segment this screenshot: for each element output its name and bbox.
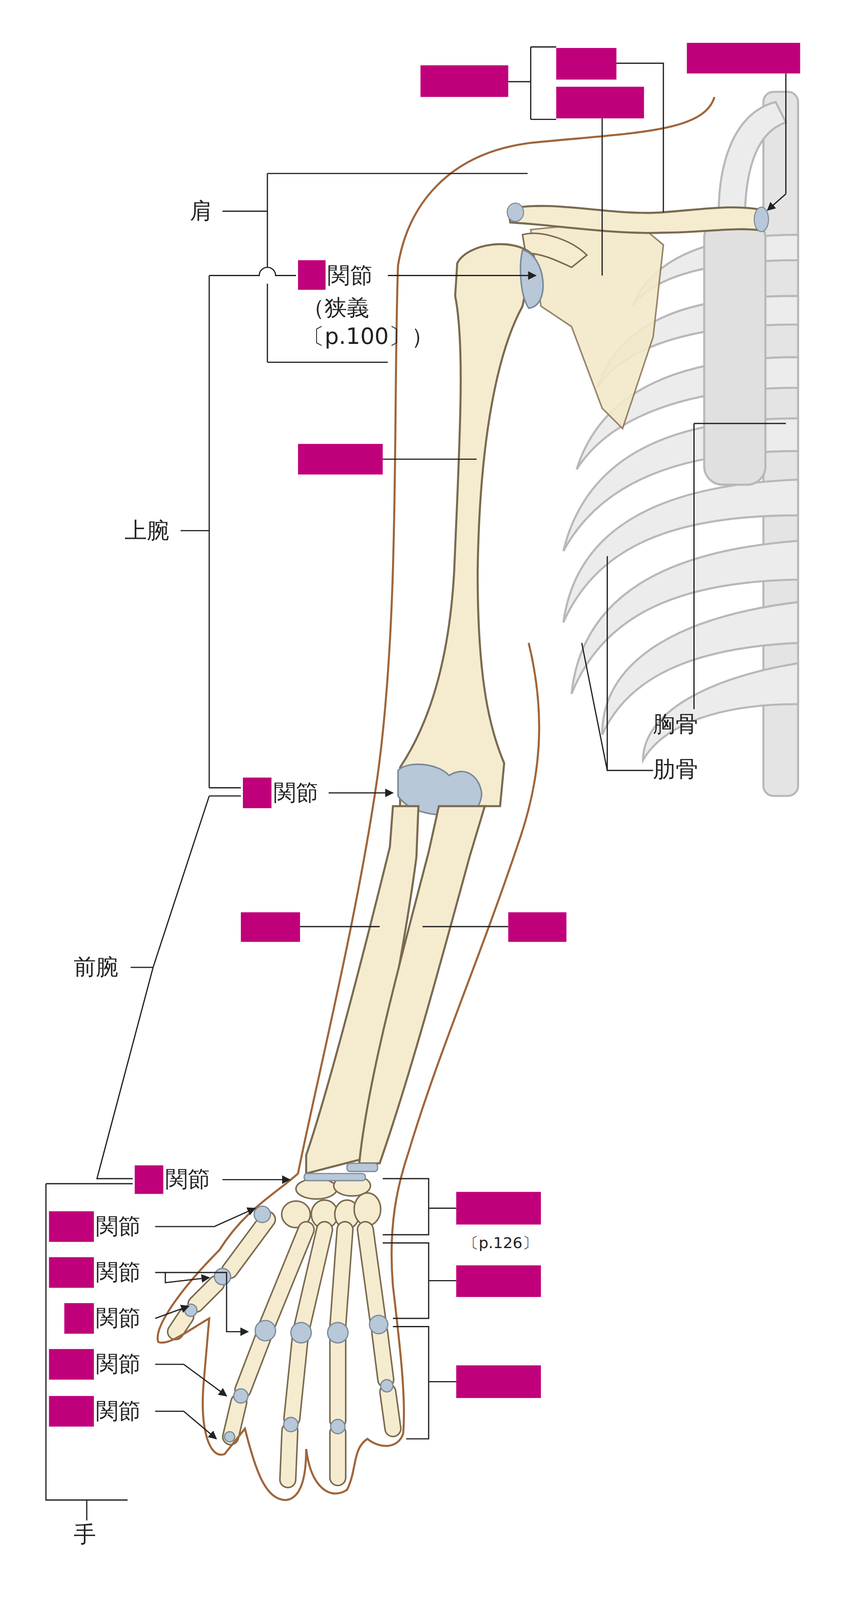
joint-label: 関節 bbox=[95, 1397, 142, 1426]
cartilage bbox=[754, 207, 769, 232]
note-label: （狭義 〔p.100〕） bbox=[302, 293, 397, 352]
skin-outline bbox=[157, 96, 715, 1501]
joint-label: 関節 bbox=[95, 1212, 142, 1242]
cartilage bbox=[507, 202, 524, 222]
joint-label: 関節 bbox=[95, 1258, 142, 1287]
bone-label: 肋骨 bbox=[652, 755, 699, 784]
cartilage bbox=[520, 250, 544, 309]
page-reference: 〔p.126〕 bbox=[463, 1228, 539, 1258]
joint-label: 関節 bbox=[95, 1350, 142, 1379]
joint-label: 関節 bbox=[165, 1165, 211, 1194]
region-label: 前腕 bbox=[73, 953, 119, 982]
bone-label: 胸骨 bbox=[652, 710, 699, 739]
region-label: 肩 bbox=[189, 197, 213, 226]
joint-label: 関節 bbox=[273, 778, 319, 808]
answer-blank bbox=[48, 42, 800, 1427]
rib-cage bbox=[563, 91, 799, 797]
joint-cartilage bbox=[303, 1163, 378, 1181]
region-label: 手 bbox=[73, 1520, 96, 1550]
finger-joints bbox=[184, 1206, 394, 1442]
leader-lines bbox=[45, 47, 787, 1522]
clavicle bbox=[508, 205, 764, 233]
joint-label: 関節 bbox=[327, 261, 373, 291]
region-label: 上腕 bbox=[124, 516, 170, 546]
joint-label: 関節 bbox=[95, 1304, 142, 1333]
carpals bbox=[281, 1175, 381, 1229]
humerus bbox=[399, 244, 533, 807]
